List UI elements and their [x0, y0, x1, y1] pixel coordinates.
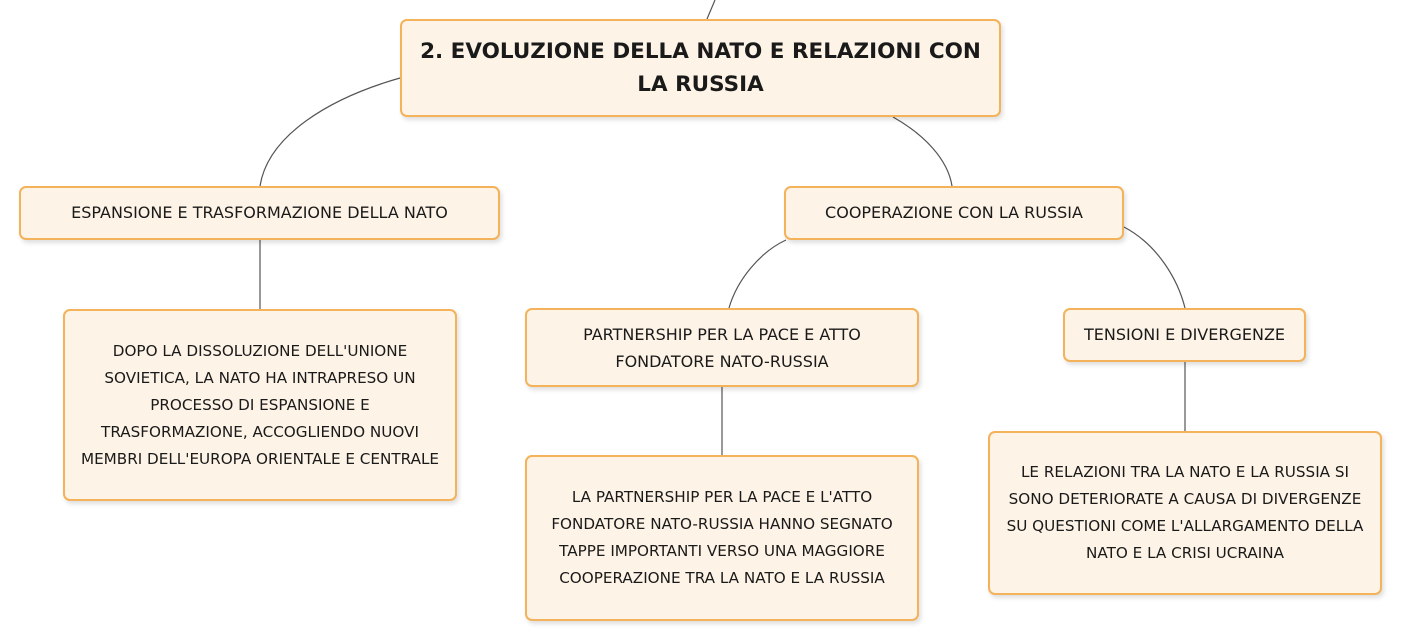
tensioni-topic-label: TENSIONI E DIVERGENZE	[1083, 325, 1286, 344]
espansione-description-text: DOPO LA DISSOLUZIONE DELL'UNIONE SOVIETI…	[80, 341, 440, 468]
partnership-description-node[interactable]: LA PARTNERSHIP PER LA PACE E L'ATTO FOND…	[525, 455, 919, 621]
root-topic-node[interactable]: 2. EVOLUZIONE DELLA NATO E RELAZIONI CON…	[400, 19, 1001, 117]
tensioni-description-node[interactable]: LE RELAZIONI TRA LA NATO E LA RUSSIA SI …	[988, 431, 1382, 595]
connector-root-to-espansione	[259, 77, 401, 187]
tensioni-topic-node[interactable]: TENSIONI E DIVERGENZE	[1063, 308, 1306, 362]
cooperazione-topic-node[interactable]: COOPERAZIONE CON LA RUSSIA	[784, 186, 1124, 240]
partnership-topic-label: PARTNERSHIP PER LA PACE E ATTO FONDATORE…	[583, 324, 861, 371]
espansione-topic-node[interactable]: ESPANSIONE E TRASFORMAZIONE DELLA NATO	[19, 186, 500, 240]
connector-cooperazione-to-partnership	[728, 239, 787, 309]
connector-parent-to-root	[706, 0, 716, 20]
root-topic-title: 2. EVOLUZIONE DELLA NATO E RELAZIONI CON…	[420, 39, 981, 97]
partnership-topic-node[interactable]: PARTNERSHIP PER LA PACE E ATTO FONDATORE…	[525, 308, 919, 387]
espansione-description-node[interactable]: DOPO LA DISSOLUZIONE DELL'UNIONE SOVIETI…	[63, 309, 457, 501]
cooperazione-topic-label: COOPERAZIONE CON LA RUSSIA	[825, 203, 1083, 222]
connector-root-to-cooperazione	[892, 116, 953, 187]
connector-cooperazione-to-tensioni	[1123, 226, 1186, 309]
espansione-topic-label: ESPANSIONE E TRASFORMAZIONE DELLA NATO	[71, 203, 448, 222]
partnership-description-text: LA PARTNERSHIP PER LA PACE E L'ATTO FOND…	[551, 488, 893, 587]
tensioni-description-text: LE RELAZIONI TRA LA NATO E LA RUSSIA SI …	[1006, 463, 1364, 562]
